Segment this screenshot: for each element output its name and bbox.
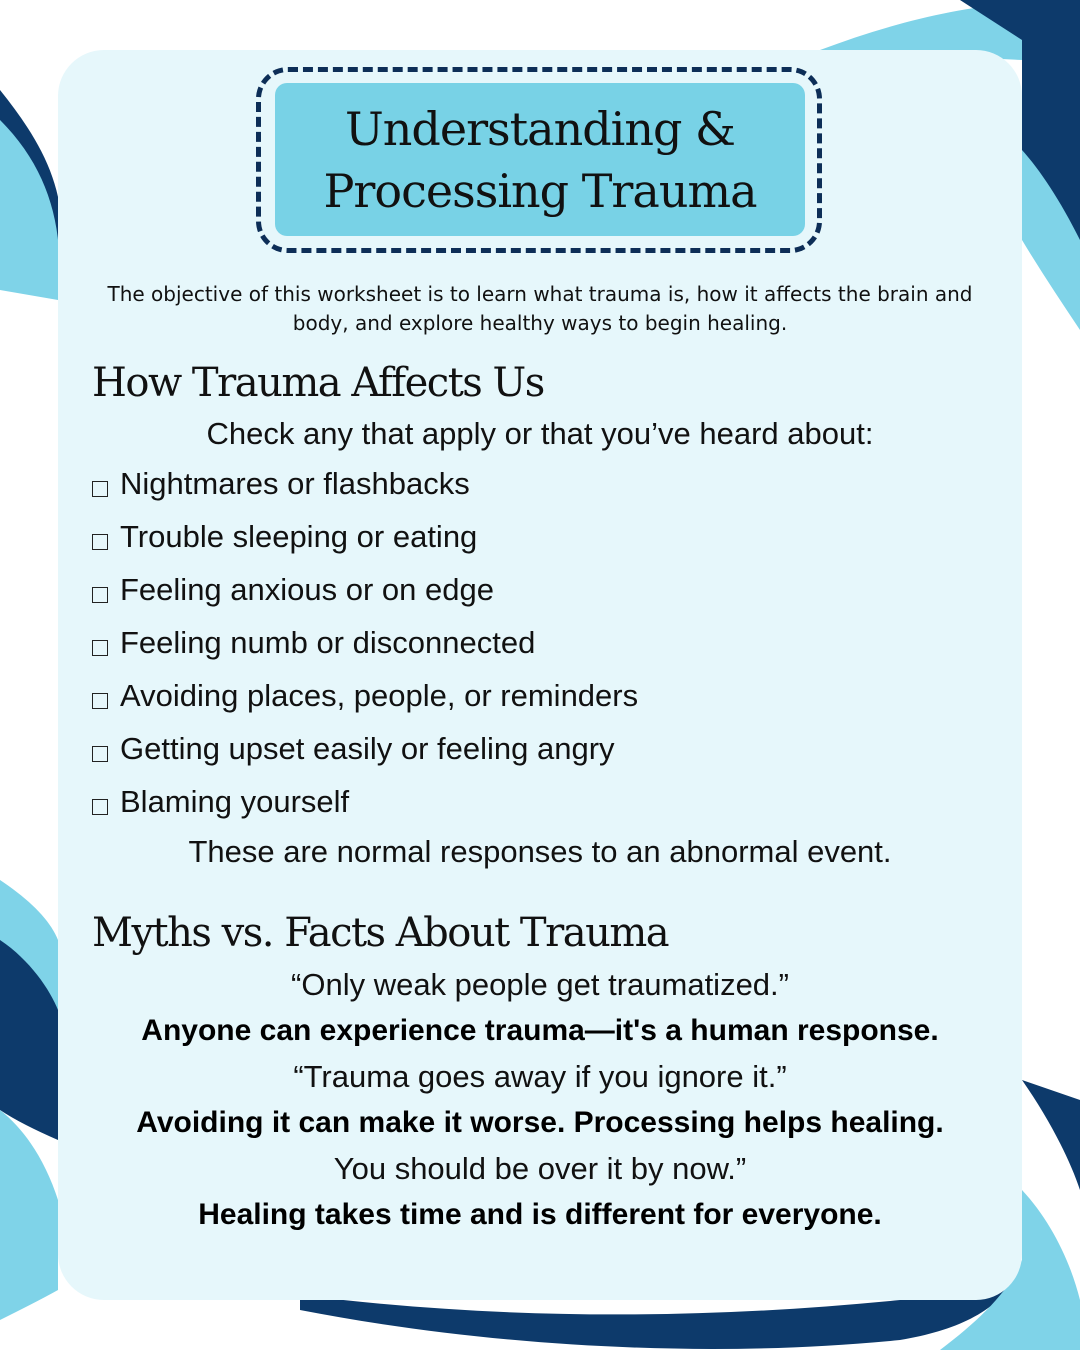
checkbox-icon[interactable] (92, 481, 108, 497)
checklist-item[interactable]: Avoiding places, people, or reminders (92, 678, 638, 731)
myth-statement: “Only weak people get traumatized.” (291, 967, 789, 1002)
checklist-item[interactable]: Feeling numb or disconnected (92, 625, 638, 678)
checkbox-icon[interactable] (92, 534, 108, 550)
checkbox-icon[interactable] (92, 587, 108, 603)
checkbox-icon[interactable] (92, 640, 108, 656)
fact-statement: Healing takes time and is different for … (198, 1198, 882, 1231)
checklist-item-label: Feeling anxious or on edge (120, 572, 494, 607)
wave-mid-left-dark (0, 940, 58, 1140)
checklist-item[interactable]: Feeling anxious or on edge (92, 572, 638, 625)
checklist-item-label: Nightmares or flashbacks (120, 466, 470, 501)
checklist-item[interactable]: Blaming yourself (92, 784, 638, 837)
myth-statement: You should be over it by now.” (333, 1151, 747, 1186)
fact-statement: Avoiding it can make it worse. Processin… (136, 1106, 944, 1139)
checklist-item[interactable]: Nightmares or flashbacks (92, 466, 638, 519)
wave-top-right-dark (960, 0, 1080, 240)
title-line-2: Processing Trauma (323, 163, 757, 218)
checklist-item-label: Blaming yourself (120, 784, 350, 819)
checklist-item-label: Getting upset easily or feeling angry (120, 731, 615, 766)
normal-responses-note: These are normal responses to an abnorma… (188, 834, 892, 869)
checklist-item-label: Avoiding places, people, or reminders (120, 678, 639, 713)
checklist-instruction: Check any that apply or that you’ve hear… (206, 416, 874, 451)
wave-bottom-right-light (940, 1190, 1080, 1350)
title-line-1: Understanding & (345, 101, 736, 156)
myth-statement: “Trauma goes away if you ignore it.” (293, 1059, 787, 1094)
wave-right-dark (1022, 1080, 1080, 1190)
title-dashed-frame (256, 67, 822, 253)
worksheet-card (58, 50, 1022, 1300)
checkbox-icon[interactable] (92, 799, 108, 815)
wave-top-left-light (0, 120, 60, 300)
section-heading-how-trauma-affects-us: How Trauma Affects Us (92, 360, 545, 406)
wave-bottom-dark (300, 1270, 1022, 1349)
objective-text: The objective of this worksheet is to le… (107, 282, 973, 335)
checkbox-icon[interactable] (92, 746, 108, 762)
section-heading-myths-vs-facts: Myths vs. Facts About Trauma (92, 910, 670, 956)
symptom-checklist: Nightmares or flashbacks Trouble sleepin… (92, 466, 638, 837)
checklist-item[interactable]: Getting upset easily or feeling angry (92, 731, 638, 784)
fact-statement: Anyone can experience trauma—it's a huma… (141, 1014, 939, 1047)
checkbox-icon[interactable] (92, 693, 108, 709)
checklist-item[interactable]: Trouble sleeping or eating (92, 519, 638, 572)
title-box: Understanding & Processing Trauma (275, 83, 805, 236)
myths-facts-list: “Only weak people get traumatized.” Anyo… (58, 964, 1022, 1240)
checklist-item-label: Feeling numb or disconnected (120, 625, 536, 660)
wave-bottom-left-light (0, 1110, 58, 1320)
checklist-item-label: Trouble sleeping or eating (120, 519, 478, 554)
